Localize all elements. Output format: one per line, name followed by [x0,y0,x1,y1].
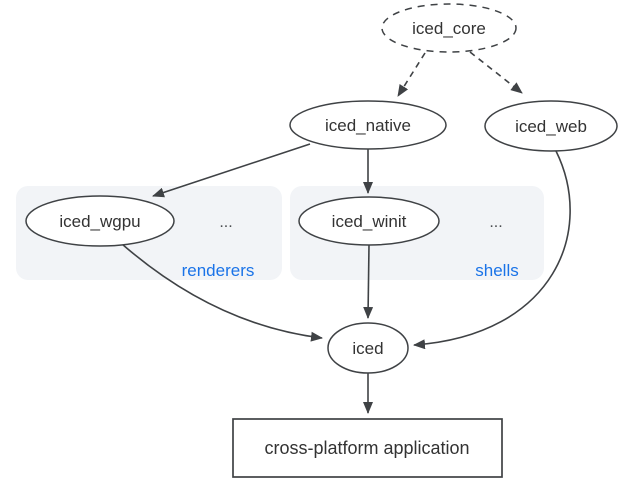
node-iced-winit-ellipse [298,196,440,246]
edge-iced-wgpu-to-iced [121,243,323,342]
edge-iced-winit-to-iced [363,244,374,319]
node-application-box [232,418,503,478]
node-iced-core-ellipse [381,3,517,53]
node-iced-web-ellipse [484,100,618,152]
node-iced-native-label: iced_native [325,116,411,135]
node-iced-wgpu-label: iced_wgpu [59,212,140,231]
node-iced-web-label: iced_web [515,117,587,136]
node-iced-core-label: iced_core [412,19,486,38]
renderers-ellipsis: ... [219,214,232,231]
renderers-group-label: renderers [182,261,255,280]
edge-iced-core-to-iced-web [469,51,523,94]
node-iced-winit-label: iced_winit [332,212,407,231]
shells-ellipsis: ... [489,214,502,231]
edge-iced-native-to-iced-wgpu [152,143,311,198]
node-iced-native-ellipse [289,100,447,150]
edge-iced-web-to-iced [413,150,571,350]
node-iced-wgpu-ellipse [25,195,175,247]
node-iced-ellipse [327,322,409,374]
node-iced-label: iced [352,339,383,358]
edge-iced-core-to-iced-native [397,52,426,97]
node-application-label: cross-platform application [264,438,469,458]
shells-group-label: shells [475,261,518,280]
